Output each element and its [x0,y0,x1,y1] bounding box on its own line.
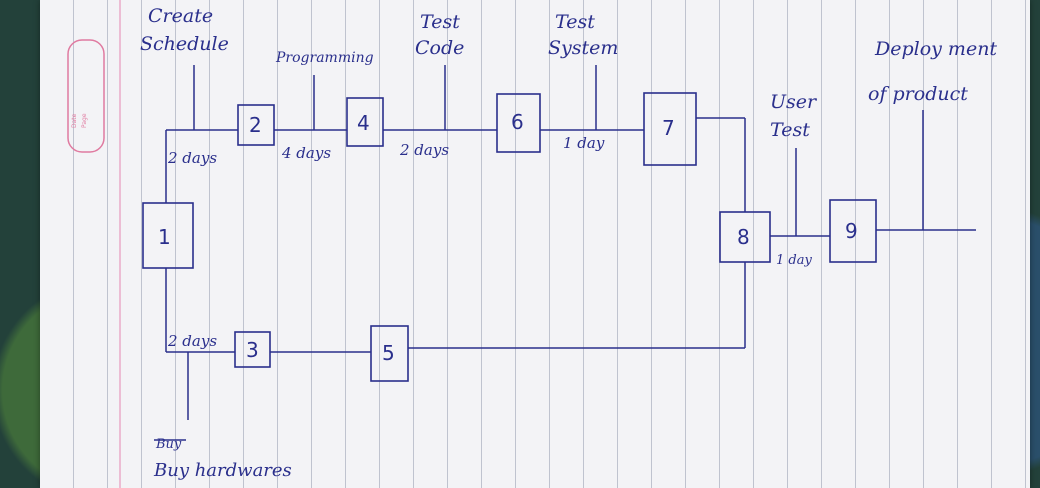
date-page-stamp: Date Page [67,39,105,153]
node-7-label: 7 [662,116,675,140]
node-3: 3 [234,331,271,368]
programming-label: Programming [275,50,374,66]
network-diagram: Date Page [67,0,997,488]
test-code-label-2: Code [415,37,464,59]
stamp-page: Page [81,113,88,128]
test-system-label-1: Test [555,11,595,33]
test-code-label-1: Test [420,11,460,33]
duration-6-7: 1 day [563,134,605,152]
duration-1-2: 2 days [167,149,217,167]
node-2: 2 [237,104,275,146]
duration-1-3: 2 days [167,332,217,350]
node-6: 6 [496,93,541,153]
create-schedule-label-2: Schedule [140,33,229,55]
node-5-label: 5 [382,341,395,365]
test-system-label-2: System [548,37,618,59]
duration-2-4: 4 days [281,144,331,162]
node-8-label: 8 [737,225,750,249]
node-2-box [237,104,275,146]
notebook-page: Date Page [40,0,1030,488]
node-6-box [496,93,541,153]
node-4: 4 [346,97,384,147]
duration-4-6: 2 days [399,141,449,159]
node-9: 9 [829,199,877,263]
stamp-outline [67,39,105,153]
node-1-box [142,202,194,269]
deployment-label-2: of product [868,83,968,105]
node-5: 5 [370,325,409,382]
node-6-label: 6 [511,110,524,134]
node-4-box [346,97,384,147]
node-5-box [370,325,409,382]
user-test-label-1: User [770,91,818,113]
node-3-box [234,331,271,368]
node-9-box [829,199,877,263]
duration-8-9: 1 day [776,253,812,268]
node-1: 1 [142,202,194,269]
node-8: 8 [719,211,771,263]
node-9-label: 9 [845,219,858,243]
node-3-label: 3 [246,338,259,362]
node-7-box [643,92,697,166]
edges [165,65,976,420]
node-2-label: 2 [249,113,262,137]
node-1-label: 1 [158,225,171,249]
create-schedule-label-1: Create [148,5,213,27]
node-7: 7 [643,92,697,166]
buy-hardware-label: Buy hardwares [153,460,292,481]
stamp-date: Date [71,113,78,128]
node-4-label: 4 [357,111,370,135]
user-test-label-2: Test [770,119,810,141]
deployment-label-1: Deploy ment [874,38,997,60]
node-8-box [719,211,771,263]
